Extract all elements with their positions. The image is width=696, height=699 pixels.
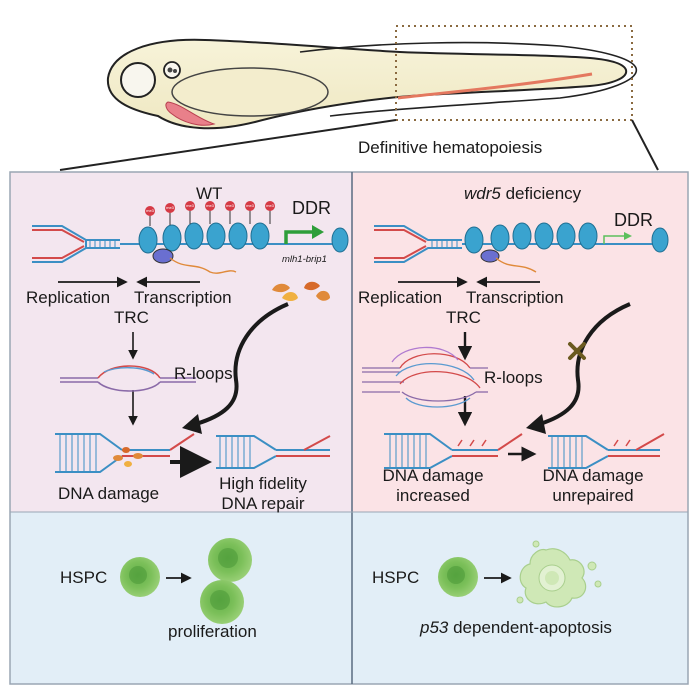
mut-title-rest: deficiency — [500, 184, 582, 203]
wt-transcription-label: Transcription — [134, 288, 232, 307]
mut-ddr-promoter-arrow — [603, 235, 626, 244]
fish-fin-fold — [299, 41, 637, 117]
wt-rloop — [60, 365, 196, 392]
mut-damage-label-line1: DNA damage — [382, 466, 484, 485]
histone-mark-label: me3 — [266, 203, 275, 208]
mut-transcription-label: Transcription — [466, 288, 564, 307]
mut-damage-label-line2: increased — [396, 486, 470, 505]
fish-yolk — [171, 67, 329, 117]
fish-blood-vessel — [397, 72, 593, 100]
wt-h3k4me3-marks: me3 me3 me3 me3 me3 me3 me3 — [145, 201, 275, 226]
apoptosis-label-rest: dependent-apoptosis — [448, 618, 612, 637]
wt-ddr-promoter-arrow — [284, 230, 314, 244]
mut-ddr-to-repair-curve — [539, 302, 631, 426]
histone-mark-label: me3 — [226, 203, 235, 208]
zebrafish-larva — [106, 25, 637, 130]
wt-repair-label-line1: High fidelity — [219, 474, 307, 493]
zoom-line-right — [631, 119, 659, 171]
apoptotic-cell — [516, 540, 602, 608]
wt-rloops-label: R-loops — [174, 364, 233, 383]
wt-damaged-fork — [55, 433, 195, 473]
mut-damaged-fork — [384, 433, 523, 469]
fish-eye — [120, 62, 156, 98]
wt-trc-label: TRC — [114, 308, 149, 327]
mut-replication-label: Replication — [358, 288, 443, 307]
wt-repaired-fork — [216, 435, 331, 469]
mut-damage-label: DNA damage increased — [378, 466, 488, 506]
histone-mark-label: me3 — [166, 205, 175, 210]
histone-mark-label: me3 — [146, 208, 155, 213]
mut-unrepaired-fork — [548, 433, 665, 469]
mut-unrepaired-label: DNA damage unrepaired — [538, 466, 648, 506]
mut-ddr-label: DDR — [614, 210, 653, 230]
mut-trc-label: TRC — [446, 308, 481, 327]
mut-hspc-label: HSPC — [372, 568, 420, 587]
mut-apoptosis-label: p53 dependent-apoptosis — [420, 618, 612, 638]
wt-replication-fork — [32, 225, 140, 263]
p53-label: p53 — [420, 618, 449, 637]
fish-heart — [165, 101, 216, 126]
mut-chromatin — [462, 222, 669, 273]
mut-panel-title: wdr5 deficiency — [464, 184, 581, 204]
wt-ddr-label: DDR — [292, 198, 331, 218]
wt-proliferation-label: proliferation — [168, 622, 257, 641]
histone-mark-label: me3 — [186, 203, 195, 208]
histone-mark-label: me3 — [246, 203, 255, 208]
wt-panel-title: WT — [196, 184, 223, 203]
mut-rloops-tangle — [362, 346, 488, 408]
blocked-x-icon — [568, 342, 586, 360]
wt-hspc-label: HSPC — [60, 568, 108, 587]
wt-repair-label-line2: DNA repair — [221, 494, 305, 513]
hematopoiesis-region-box — [395, 25, 633, 121]
zoom-line-left — [59, 119, 397, 171]
mut-unrepaired-label-line2: unrepaired — [552, 486, 634, 505]
mut-title-gene: wdr5 — [464, 184, 501, 203]
wt-damage-label: DNA damage — [58, 484, 160, 503]
mut-replication-fork — [374, 225, 462, 263]
wt-ddr-to-repair-curve — [195, 302, 289, 426]
wt-repair-label: High fidelity DNA repair — [208, 474, 318, 514]
rna-polymerase — [152, 248, 174, 264]
histone-mark-label: me3 — [206, 203, 215, 208]
wt-gene-label: mlh1-brip1 — [282, 254, 327, 265]
wt-repair-factors — [272, 281, 330, 301]
region-label: Definitive hematopoiesis — [358, 138, 543, 157]
wt-outcome-bg — [10, 512, 352, 684]
mut-unrepaired-label-line1: DNA damage — [542, 466, 644, 485]
wt-replication-label: Replication — [26, 288, 111, 307]
wt-chromatin — [135, 222, 349, 274]
mut-rloops-label: R-loops — [484, 368, 543, 387]
